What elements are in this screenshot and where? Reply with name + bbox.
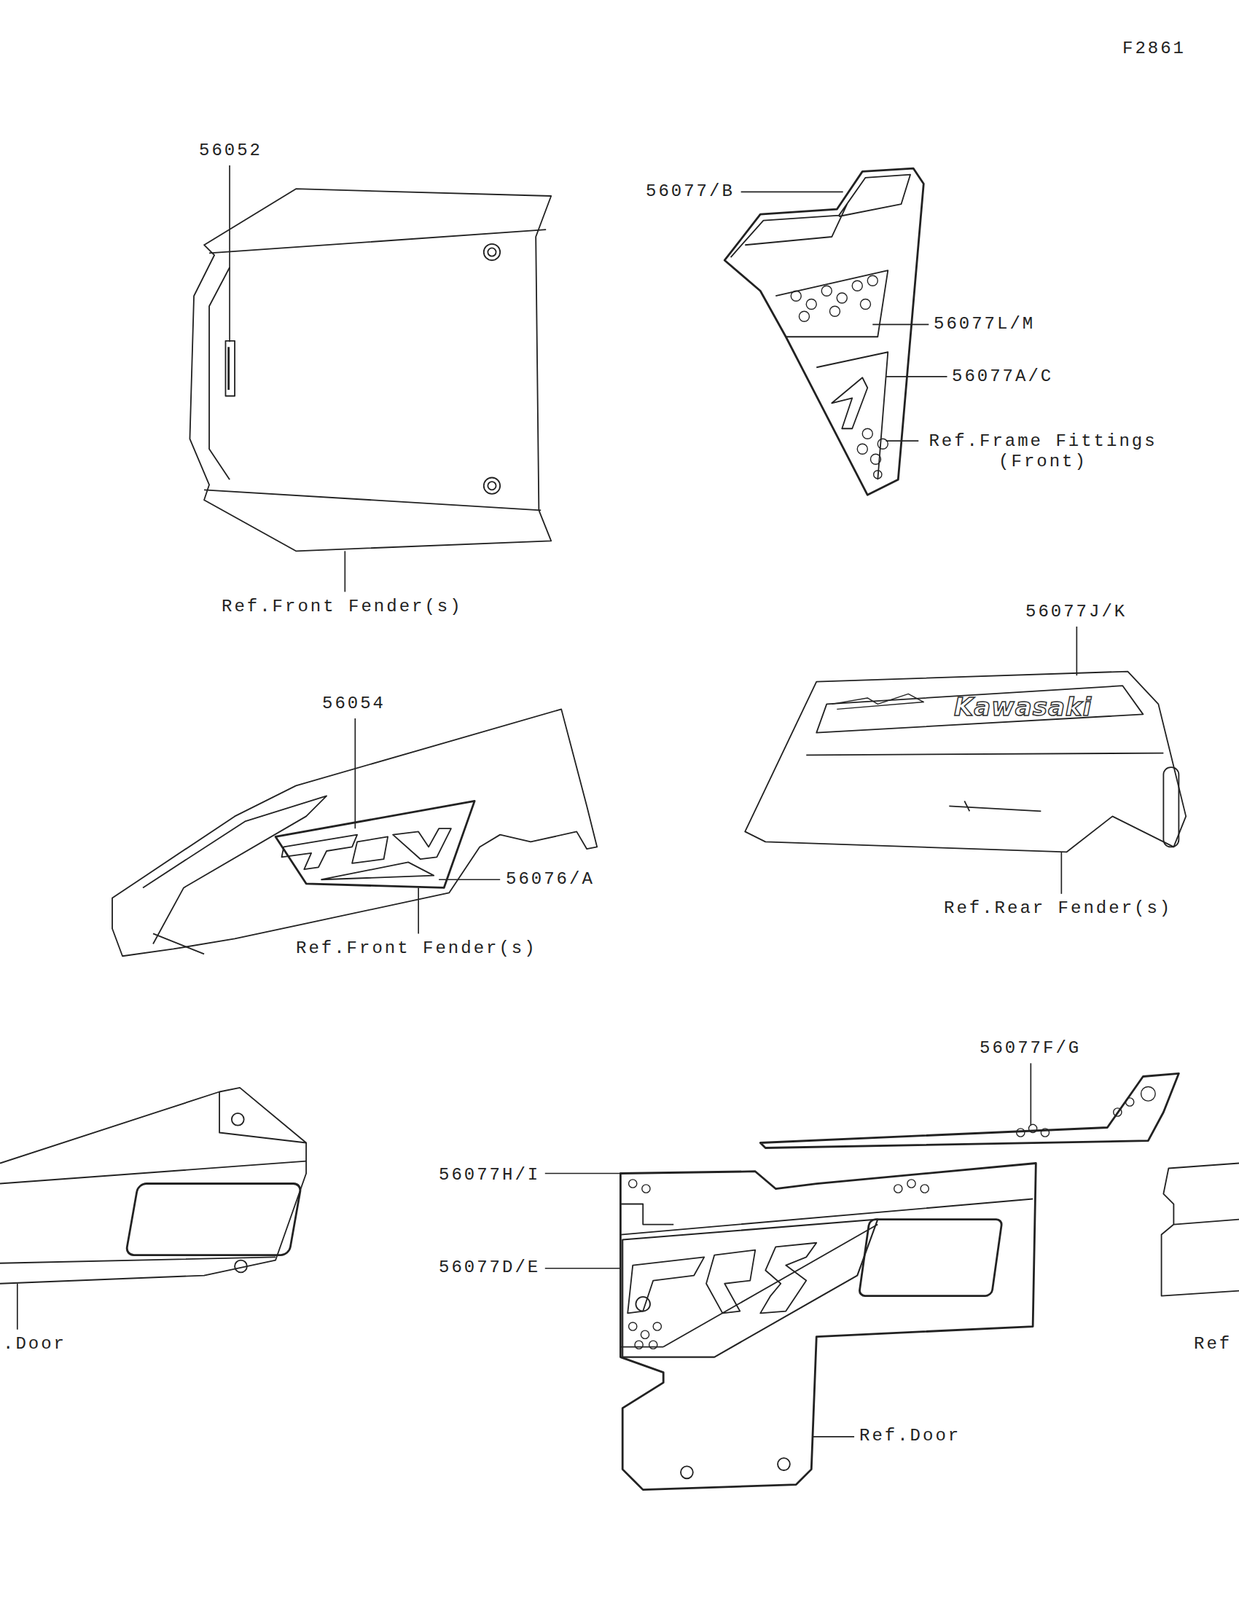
callout-number: 56077J/K [1025, 602, 1127, 623]
callout-number: 56052 [198, 140, 263, 162]
frame-fitting-decal [724, 168, 924, 495]
callout-number: 56077H/I [438, 1165, 541, 1186]
leader-lines [17, 165, 1078, 1438]
left-door [0, 1088, 307, 1285]
reference-label: Ref.Front Fender(s) [295, 938, 538, 960]
callout-number: 56077L/M [933, 314, 1035, 335]
right-door [620, 1163, 1036, 1491]
callout-number: 56054 [322, 693, 386, 715]
reference-label: Ref [1193, 1334, 1232, 1355]
reference-label: Ref.Door [859, 1426, 961, 1447]
decal-56077de [622, 1220, 878, 1358]
reference-label: Ref.Front Fender(s) [221, 596, 463, 618]
reference-label: Ref.Frame Fittings (Front) [925, 431, 1161, 473]
decal-56077fg [760, 1073, 1179, 1148]
decal-logo-text: Kawasaki [954, 696, 1092, 718]
fender-crease [204, 229, 546, 511]
right-partial-door [1161, 1163, 1239, 1297]
callout-number: 56077D/E [438, 1257, 541, 1279]
hex-pattern [790, 275, 888, 479]
callout-number: 56076/A [505, 869, 595, 890]
ers-logo [627, 1243, 817, 1315]
rear-fender [744, 671, 1186, 853]
decal-56076 [275, 800, 475, 888]
reference-label: .Door [2, 1334, 67, 1355]
front-fender-top [189, 188, 551, 551]
callout-number: 56077F/G [979, 1038, 1081, 1059]
callout-number: 56077/B [645, 181, 735, 202]
callout-number: F2861 [1122, 38, 1186, 60]
front-fender-side [112, 709, 597, 957]
reference-label: Ref.Rear Fender(s) [943, 898, 1172, 920]
callout-number: 56077A/C [951, 366, 1054, 388]
decal-56052 [225, 341, 235, 397]
teryx-logo [281, 828, 451, 880]
